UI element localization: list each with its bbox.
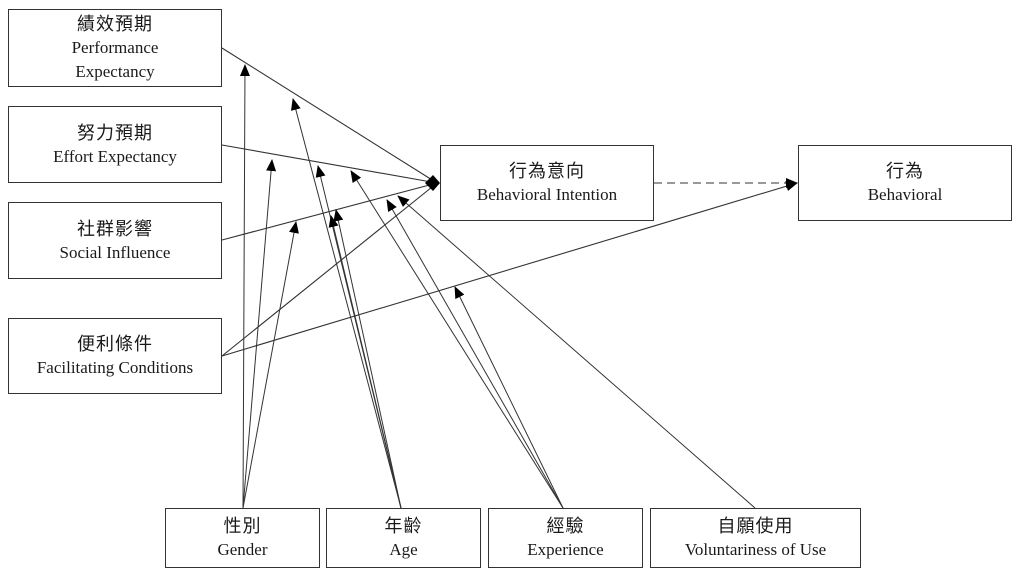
edge-ee-to-bi [221, 144, 438, 184]
moderator-vol-on-si-to-bi [397, 195, 756, 509]
node-label-zh: 行為意向 [509, 161, 585, 181]
node-behavioral-intention[interactable]: 行為意向 Behavioral Intention [440, 145, 654, 221]
edge-group [221, 47, 798, 509]
moderator-age-on-si-to-bi [333, 209, 402, 509]
node-label-zh: 年齡 [384, 516, 423, 536]
node-label-en: Facilitating Conditions [36, 358, 194, 377]
node-label-en: Social Influence [59, 242, 171, 262]
node-label-zh: 社群影響 [77, 218, 153, 239]
node-label-zh: 行為 [886, 161, 924, 181]
node-age[interactable]: 年齡 Age [326, 508, 481, 568]
node-facilitating-conditions[interactable]: 便利條件 Facilitating Conditions [8, 318, 222, 394]
node-label-zh: 努力預期 [77, 122, 153, 143]
node-label-en: Effort Expectancy [53, 146, 177, 166]
edge-fc-to-bi [221, 182, 438, 357]
moderator-gender-on-pe-to-bi [239, 64, 250, 509]
node-label-en: Age [389, 540, 418, 559]
edge-fc-to-b [221, 181, 798, 357]
node-experience[interactable]: 經驗 Experience [488, 508, 643, 568]
moderator-gender-on-ee-to-bi [242, 159, 277, 509]
node-voluntariness-of-use[interactable]: 自願使用 Voluntariness of Use [650, 508, 861, 568]
node-label-en: Expectancy [75, 62, 155, 81]
node-label-en: Gender [217, 540, 268, 559]
moderator-exp-on-si-to-bi [386, 199, 564, 509]
moderator-exp-on-ee-to-bi [350, 170, 564, 509]
node-behavioral[interactable]: 行為 Behavioral [798, 145, 1012, 221]
node-label-en: Behavioral [867, 185, 943, 204]
node-label-zh: 績效預期 [77, 14, 153, 34]
node-label-zh: 自願使用 [717, 516, 794, 536]
node-label-zh: 便利條件 [77, 334, 153, 354]
edge-pe-to-bi [221, 47, 438, 184]
junction-diamond-icon [425, 175, 440, 191]
moderator-age-on-fc-to-b [328, 215, 402, 509]
node-label-zh: 性別 [223, 516, 262, 536]
moderator-age-on-pe-to-bi [290, 98, 402, 509]
node-gender[interactable]: 性別 Gender [165, 508, 320, 568]
node-label-en: Behavioral Intention [476, 185, 618, 204]
moderator-gender-on-si-to-bi [242, 221, 299, 509]
node-label-en: Voluntariness of Use [684, 540, 827, 559]
node-effort-expectancy[interactable]: 努力預期 Effort Expectancy [8, 106, 222, 183]
node-label-en: Performance [71, 38, 159, 57]
node-performance-expectancy[interactable]: 績效預期 Performance Expectancy [8, 9, 222, 87]
node-label-en: Experience [527, 540, 604, 559]
node-social-influence[interactable]: 社群影響 Social Influence [8, 202, 222, 279]
node-label-zh: 經驗 [546, 516, 585, 536]
moderator-exp-on-fc-to-b [454, 286, 564, 509]
